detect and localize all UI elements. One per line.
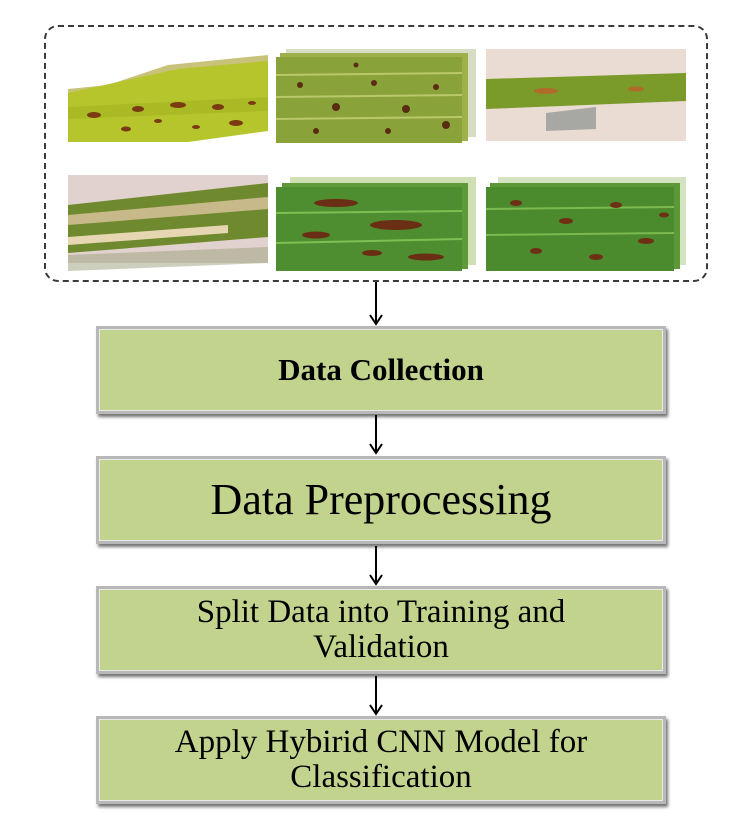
brown-lesion-leaf-image <box>276 173 476 273</box>
split-data-step: Split Data into Training and Validation <box>96 586 666 674</box>
apply-hybrid-cnn-step: Apply Hybirid CNN Model for Classificati… <box>96 716 666 804</box>
brown-spot-leaf-image <box>68 47 268 147</box>
step-label: Split Data into Training and Validation <box>196 594 566 665</box>
leaf-image-panel <box>44 25 708 282</box>
bacterial-blight-image <box>68 175 268 275</box>
step-label: Data Preprocessing <box>210 474 552 524</box>
arrow-down-icon <box>368 282 384 326</box>
arrow-down-icon <box>368 676 384 716</box>
step-label: Data Collection <box>278 351 484 387</box>
step-label: Apply Hybirid CNN Model for Classificati… <box>174 724 588 795</box>
leaf-spot-image <box>486 175 686 275</box>
arrow-down-icon <box>368 546 384 586</box>
data-collection-step: Data Collection <box>96 326 666 414</box>
arrow-down-icon <box>368 415 384 455</box>
leaf-smut-image <box>486 49 686 149</box>
leaf-blast-image <box>276 45 476 145</box>
data-preprocessing-step: Data Preprocessing <box>96 456 666 544</box>
